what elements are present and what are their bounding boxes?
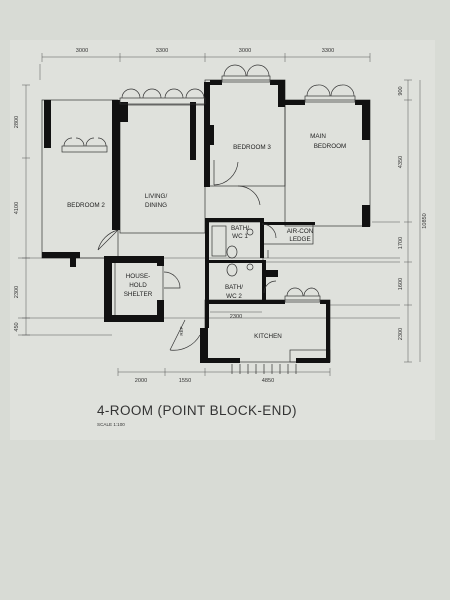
door-swings xyxy=(97,160,277,351)
room-label-shelter-line2: HOLD xyxy=(129,282,147,289)
dim-left-4: 450 xyxy=(14,322,20,331)
room-label-bath2-line1: BATH/ xyxy=(225,284,243,291)
dim-inner: 2300 xyxy=(230,314,242,320)
room-label-shelter-line3: SHELTER xyxy=(124,291,153,298)
room-label-aircon-line2: LEDGE xyxy=(289,236,310,243)
dim-bottom-1: 2000 xyxy=(135,378,147,384)
room-label-bedroom2: BEDROOM 2 xyxy=(67,202,105,209)
room-label-main-line2: BEDROOM xyxy=(314,143,347,150)
dim-left-1: 2800 xyxy=(14,116,20,128)
dim-top-2: 3300 xyxy=(156,48,168,54)
dim-left-3: 2300 xyxy=(14,286,20,298)
dim-right-5: 2300 xyxy=(398,328,404,340)
room-label-aircon-line1: AIR-CON xyxy=(287,228,314,235)
room-label-bath1-line2: WC 1 xyxy=(232,233,248,240)
dim-top-3: 3000 xyxy=(239,48,251,54)
plan-scale: SCALE 1:100 xyxy=(97,422,125,427)
room-label-living-line1: LIVING/ xyxy=(145,193,168,200)
dim-right-4: 1600 xyxy=(398,278,404,290)
room-label-bedroom3: BEDROOM 3 xyxy=(233,144,271,151)
room-label-shelter-line1: HOUSE- xyxy=(126,273,151,280)
room-label-bath1-line1: BATH/ xyxy=(231,225,249,232)
room-label-living-line2: DINING xyxy=(145,202,167,209)
dim-right-3: 1700 xyxy=(398,237,404,249)
room-label-bath2-line2: WC 2 xyxy=(226,293,242,300)
dim-top-4: 3300 xyxy=(322,48,334,54)
dim-right-1: 900 xyxy=(398,86,404,95)
ref-label: REF xyxy=(179,326,184,335)
walls xyxy=(42,80,370,363)
room-label-main-line1: MAIN xyxy=(310,133,326,140)
fixtures xyxy=(211,225,297,374)
window-sashes xyxy=(63,64,355,297)
dim-overall: 10850 xyxy=(422,213,428,229)
dim-top-1: 3000 xyxy=(76,48,88,54)
dim-bottom-3: 4850 xyxy=(262,378,274,384)
dim-left-2: 4100 xyxy=(14,202,20,214)
room-label-kitchen: KITCHEN xyxy=(254,333,282,340)
dim-bottom-2: 1550 xyxy=(179,378,191,384)
plan-title: 4-ROOM (POINT BLOCK-END) xyxy=(97,403,297,418)
dim-right-2: 4350 xyxy=(398,156,404,168)
